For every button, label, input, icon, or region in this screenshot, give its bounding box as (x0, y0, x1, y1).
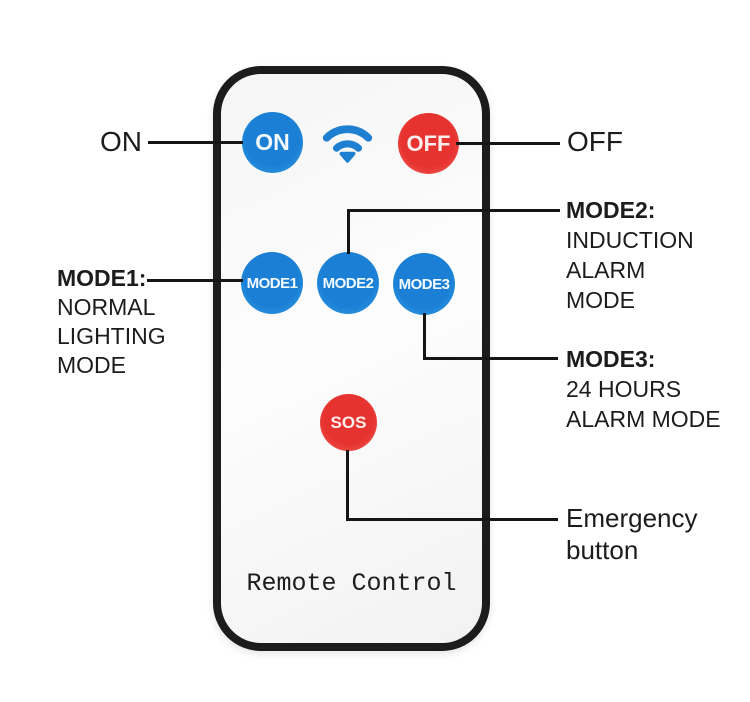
mode2-annotation: MODE2: INDUCTION ALARM MODE (566, 195, 694, 315)
mode1-annotation-title: MODE1: (57, 265, 147, 291)
wifi-icon (320, 117, 375, 163)
emergency-annotation: Emergency button (566, 502, 698, 566)
mode1-annotation-line: LIGHTING (57, 323, 166, 349)
mode2-annotation-title: MODE2: (566, 197, 656, 223)
emergency-callout-line-horizontal (346, 518, 558, 521)
sos-button[interactable]: SOS (320, 394, 377, 451)
brand-text: Remote Control (246, 569, 457, 598)
mode3-button[interactable]: MODE3 (393, 253, 455, 315)
mode3-annotation: MODE3: 24 HOURS ALARM MODE (566, 344, 721, 434)
mode3-callout-line-vertical (423, 313, 426, 360)
mode1-callout-line (147, 279, 243, 282)
mode3-annotation-title: MODE3: (566, 346, 656, 372)
mode1-button[interactable]: MODE1 (241, 252, 303, 314)
emergency-annotation-line: Emergency (566, 503, 698, 533)
emergency-callout-line-vertical (346, 450, 349, 521)
mode2-annotation-line: INDUCTION (566, 227, 694, 253)
off-button[interactable]: OFF (398, 113, 459, 174)
mode2-button[interactable]: MODE2 (317, 252, 379, 314)
mode3-annotation-line: 24 HOURS (566, 376, 682, 402)
on-button[interactable]: ON (242, 112, 303, 173)
on-callout-line (148, 141, 243, 144)
mode2-annotation-line: MODE (566, 287, 635, 313)
mode3-annotation-line: ALARM MODE (566, 406, 721, 432)
mode2-annotation-line: ALARM (566, 257, 646, 283)
mode1-annotation-line: MODE (57, 352, 126, 378)
mode2-callout-line-horizontal (347, 209, 560, 212)
mode1-annotation-line: NORMAL (57, 294, 156, 320)
emergency-annotation-line: button (566, 535, 639, 565)
mode3-callout-line-horizontal (423, 357, 558, 360)
on-label: ON (100, 126, 142, 157)
mode2-callout-line-vertical (347, 209, 350, 254)
off-callout-line (456, 142, 560, 145)
off-label: OFF (567, 126, 623, 157)
mode1-annotation: MODE1: NORMAL LIGHTING MODE (57, 264, 166, 380)
